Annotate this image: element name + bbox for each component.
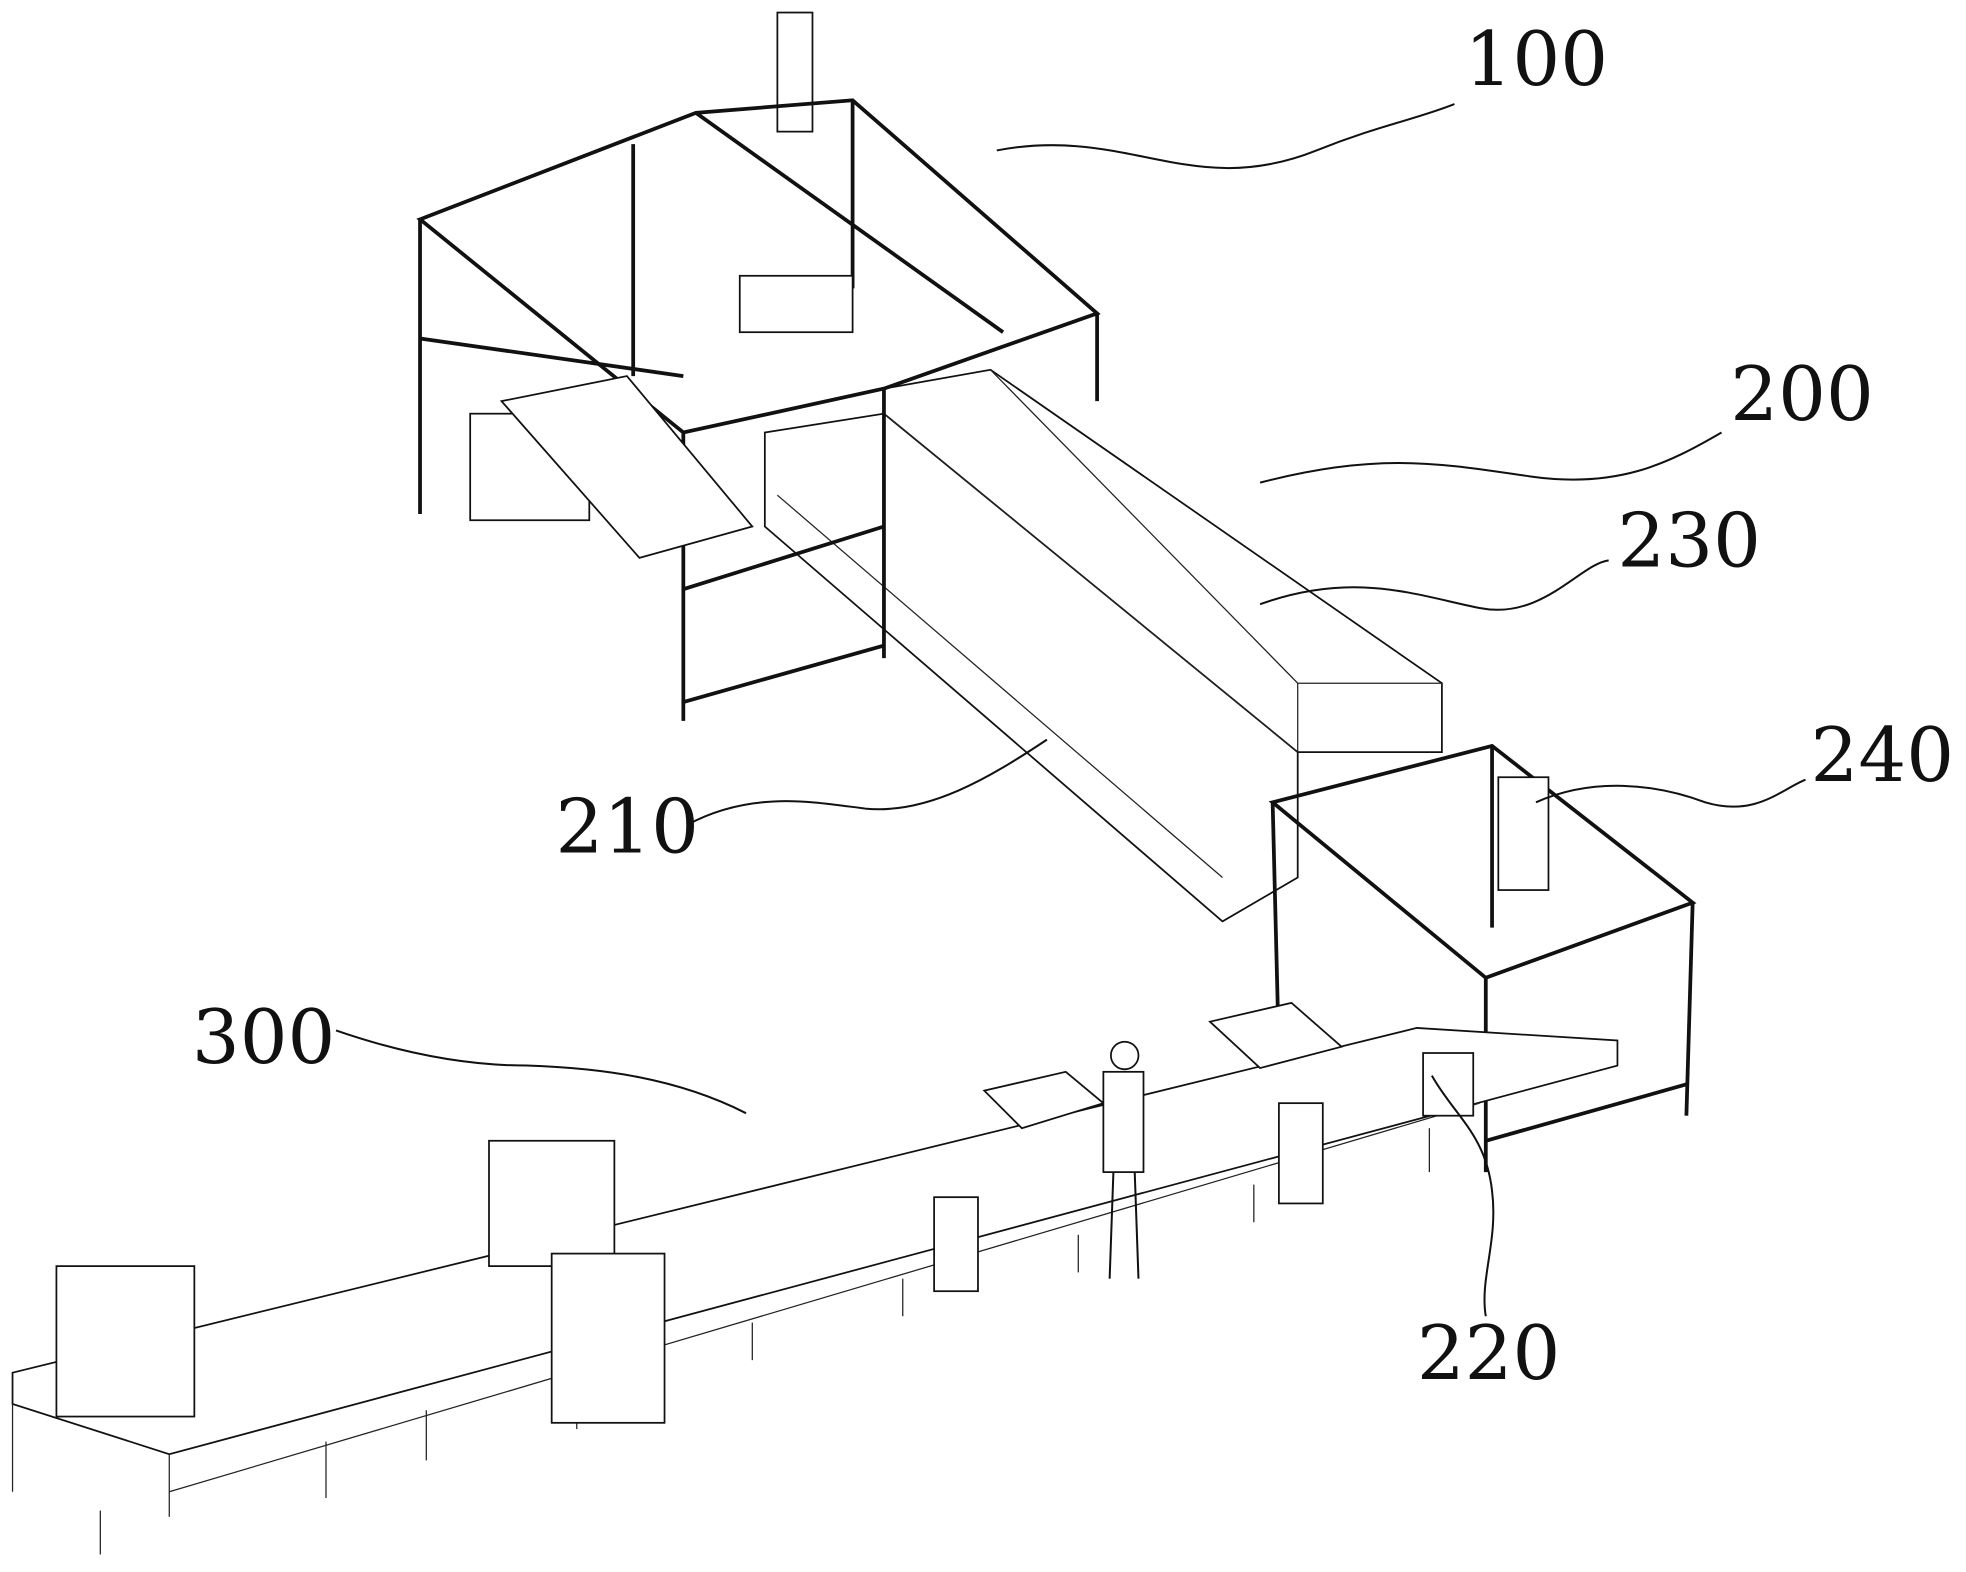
operator-figure [1103, 1042, 1143, 1279]
label-210: 210 [555, 782, 699, 870]
conveyor-line-300 [13, 1003, 1618, 1555]
label-300: 300 [192, 993, 336, 1081]
label-200: 200 [1730, 350, 1874, 438]
leader-300 [336, 1030, 746, 1113]
leader-200 [1260, 432, 1721, 482]
tunnel-oven-200 [765, 370, 1442, 922]
label-230: 230 [1617, 497, 1761, 585]
label-240: 240 [1811, 711, 1955, 799]
leader-100 [997, 104, 1455, 168]
leader-210 [687, 740, 1047, 825]
leader-240 [1536, 780, 1806, 807]
label-220: 220 [1417, 1309, 1561, 1397]
label-100: 100 [1464, 15, 1608, 103]
